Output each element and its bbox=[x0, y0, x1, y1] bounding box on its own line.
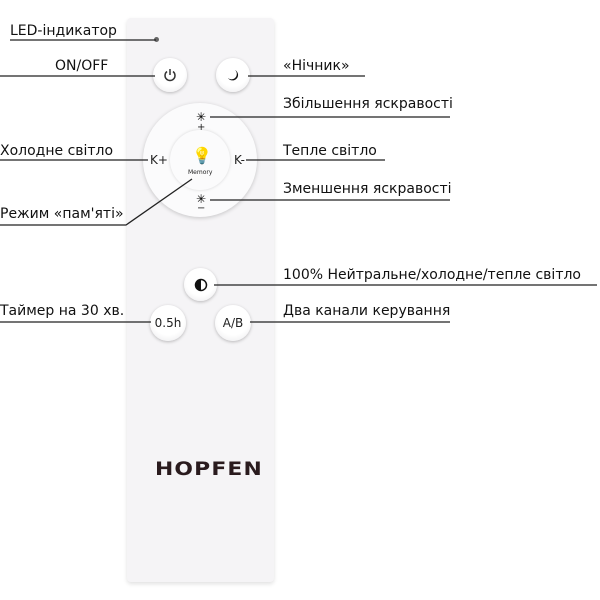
channel-button-label: A/B bbox=[222, 316, 244, 330]
label-timer: Таймер на 30 хв. bbox=[0, 303, 125, 319]
bulb-icon: 💡 bbox=[192, 146, 212, 165]
channel-button[interactable]: A/B bbox=[215, 305, 251, 341]
label-bright-up: Збільшення яскравості bbox=[283, 96, 453, 112]
half-circle-icon bbox=[194, 278, 207, 291]
label-led: LED-індикатор bbox=[10, 23, 117, 39]
brand-logo: HOPFEN bbox=[155, 458, 263, 480]
timer-button[interactable]: 0.5h bbox=[150, 305, 186, 341]
power-button[interactable] bbox=[153, 58, 187, 92]
led-indicator bbox=[154, 37, 159, 42]
label-channel: Два канали керування bbox=[283, 303, 451, 319]
cool-light-button[interactable]: K+ bbox=[150, 153, 168, 167]
label-night: «Нічник» bbox=[283, 58, 350, 74]
power-icon bbox=[164, 69, 176, 82]
label-neutral: 100% Нейтральне/холодне/тепле світло bbox=[283, 267, 581, 283]
label-bright-down: Зменшення яскравості bbox=[283, 181, 452, 197]
callout-memory bbox=[0, 178, 193, 226]
label-memory: Режим «пам'яті» bbox=[0, 206, 124, 222]
night-light-button[interactable] bbox=[216, 58, 250, 92]
sun-icon[interactable]: ✳ bbox=[196, 110, 207, 124]
sun-icon[interactable]: ✳ bbox=[196, 192, 207, 206]
label-onoff: ON/OFF bbox=[55, 58, 109, 74]
neutral-light-button[interactable] bbox=[184, 268, 217, 301]
brightness-down-button[interactable]: − bbox=[197, 203, 206, 214]
moon-icon bbox=[228, 70, 239, 81]
label-warm: Тепле світло bbox=[283, 143, 377, 159]
brightness-up-button[interactable]: + bbox=[197, 122, 206, 133]
warm-light-button[interactable]: K- bbox=[234, 153, 245, 167]
memory-button[interactable] bbox=[170, 130, 230, 190]
label-cool: Холодне світло bbox=[0, 143, 114, 159]
memory-label: Memory bbox=[188, 169, 213, 176]
timer-button-label: 0.5h bbox=[154, 316, 182, 330]
